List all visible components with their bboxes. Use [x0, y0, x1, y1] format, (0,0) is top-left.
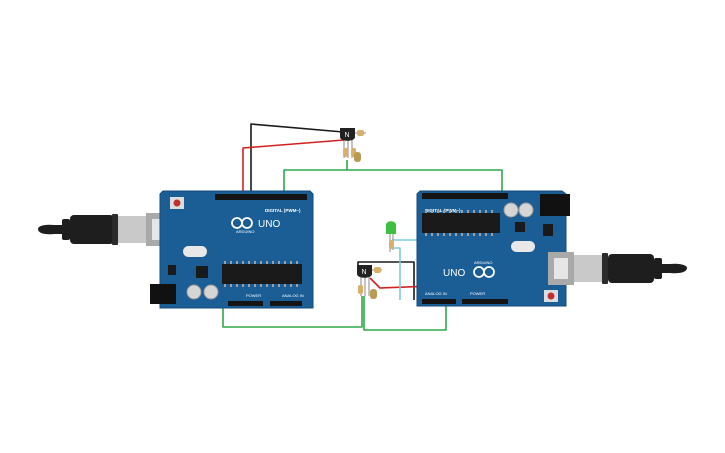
resistor-bottom-2 [358, 285, 363, 294]
power-label-left: POWER [246, 293, 261, 298]
usb-cable-right[interactable] [548, 252, 687, 285]
led-resistor [389, 240, 394, 249]
resistor-top-1 [357, 130, 364, 136]
analog-label-right: ANALOG IN [425, 291, 447, 296]
transistor-bottom-label: N [362, 269, 367, 276]
led-assembly[interactable] [386, 221, 396, 252]
wire-green-top[interactable] [283, 160, 348, 196]
power-header-left[interactable] [228, 301, 263, 306]
crystal-left [183, 246, 207, 257]
power-label-right: POWER [470, 291, 485, 296]
capacitor-right-2 [518, 202, 534, 218]
power-header-right[interactable] [462, 299, 508, 304]
resistor-bottom-1 [374, 267, 381, 273]
analog-header-left[interactable] [270, 301, 302, 306]
transistor-bottom[interactable] [357, 265, 372, 278]
arduino-logo-left: ARDUINO [231, 217, 254, 234]
capacitor-left-2 [203, 284, 219, 300]
resistor-top-2 [343, 148, 348, 157]
crystal-right [511, 241, 535, 252]
power-jack-left [150, 284, 176, 304]
digital-header-label-left: DIGITAL (PWM~) [265, 208, 301, 213]
microcontroller-right [422, 213, 500, 233]
arduino-model-left: ARDUINO [236, 229, 254, 234]
microcontroller-left [222, 264, 302, 284]
analog-label-left: ANALOG IN [282, 293, 304, 298]
sensor-bottom[interactable]: N [357, 265, 382, 299]
arduino-board-left[interactable]: DIGITAL (PWM~) ARDUINO UNO [150, 190, 314, 309]
capacitor-right-1 [503, 202, 519, 218]
brand-label-right: UNO [443, 268, 465, 279]
usb-cable-left[interactable] [38, 213, 172, 246]
transistor-top-label: N [345, 132, 350, 139]
arduino-logo-right: ARDUINO [473, 260, 495, 278]
photocell-bottom [370, 289, 377, 299]
transistor-top[interactable] [340, 128, 355, 141]
arduino-board-right[interactable]: DIGITAL (PWM~) A [416, 190, 570, 307]
wire-green-bottom-right[interactable] [363, 296, 447, 331]
photocell-top [354, 152, 361, 162]
digital-header-right[interactable] [422, 193, 508, 199]
arduino-model-right: ARDUINO [474, 260, 492, 265]
sensor-top[interactable]: N [340, 128, 366, 162]
power-jack-right [540, 194, 570, 216]
digital-header-left[interactable] [215, 194, 307, 200]
brand-label-left: UNO [258, 219, 280, 230]
capacitor-left-1 [186, 284, 202, 300]
analog-header-right[interactable] [422, 299, 456, 304]
wire-blue-led-2[interactable] [392, 247, 401, 300]
led-green[interactable] [386, 221, 396, 234]
digital-header-label-right: DIGITAL (PWM~) [425, 208, 461, 213]
